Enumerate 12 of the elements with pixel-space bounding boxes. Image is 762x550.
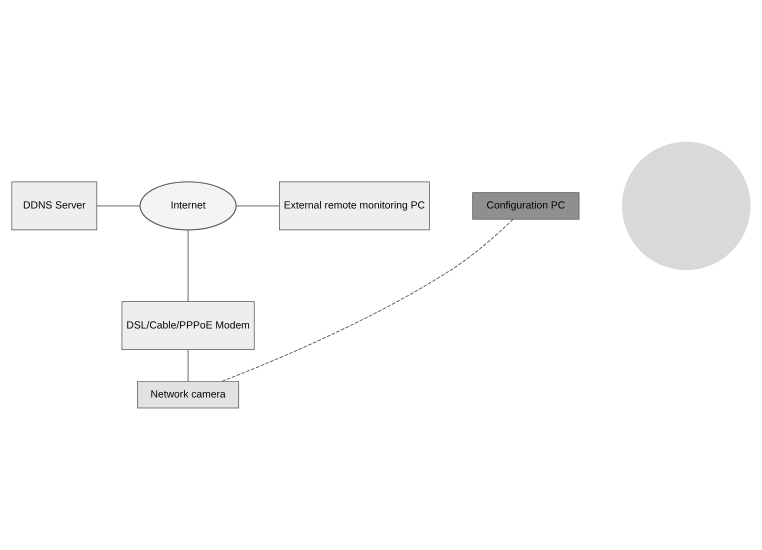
node-box: DSL/Cable/PPPoE Modem xyxy=(122,301,255,350)
connector xyxy=(221,218,514,382)
node-box: DDNS Server xyxy=(11,182,98,230)
connector xyxy=(236,205,280,206)
connector xyxy=(96,205,140,206)
connector xyxy=(188,349,189,382)
node-box: Configuration PC xyxy=(472,192,580,220)
node-box: Network camera xyxy=(137,381,240,408)
connector xyxy=(188,230,189,302)
node-box: External remote monitoring PC xyxy=(279,182,430,230)
node-ellipse: Internet xyxy=(139,181,237,230)
node-circle xyxy=(622,142,751,270)
